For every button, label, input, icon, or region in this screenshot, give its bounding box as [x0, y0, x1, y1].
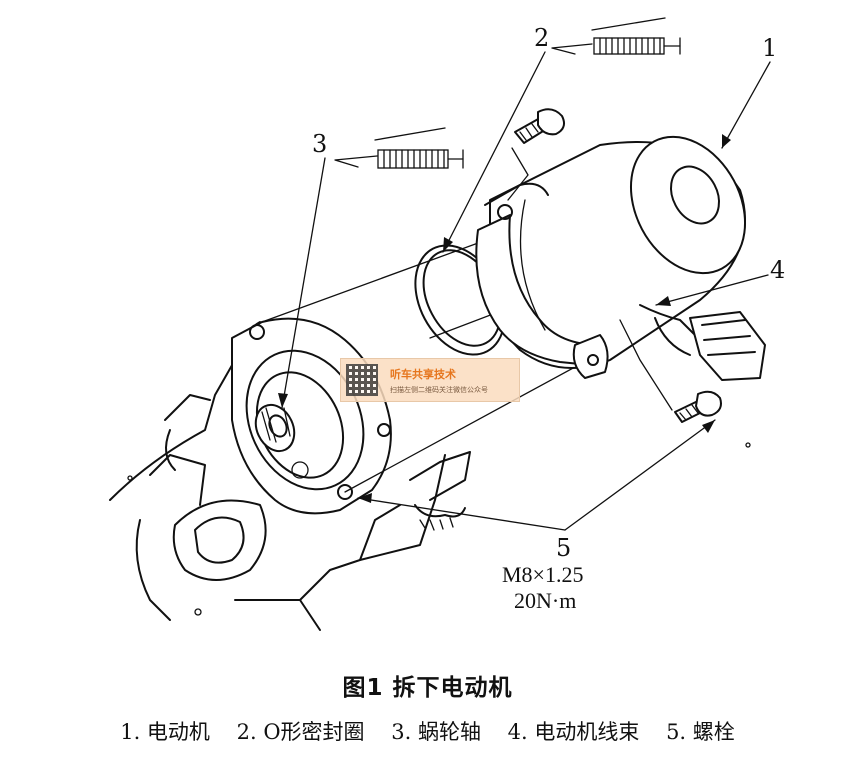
figure-caption-title: 图1 拆下电动机	[342, 675, 513, 701]
bolt-thread-spec: M8×1.25	[502, 562, 583, 587]
callout-3: 3	[312, 130, 327, 158]
callout-2: 2	[534, 24, 549, 52]
callout-leaders	[278, 51, 771, 531]
lower-bolt	[674, 390, 722, 423]
motor-harness	[639, 304, 766, 381]
bolt-torque-spec: 20N·m	[514, 588, 576, 613]
bolt-leader-lines	[507, 147, 673, 411]
electric-motor	[475, 135, 747, 379]
callout-1: 1	[762, 34, 777, 62]
legend-item: 5. 螺栓	[666, 720, 735, 744]
callout-5: 5	[556, 534, 571, 562]
figure-legend: 1. 电动机 2. O形密封圈 3. 蜗轮轴 4. 电动机线束 5. 螺栓	[0, 716, 855, 746]
upper-bolt	[514, 108, 565, 144]
callout-4: 4	[770, 256, 785, 284]
legend-item: 1. 电动机	[120, 720, 210, 744]
legend-item: 2. O形密封圈	[236, 720, 365, 744]
direction-arrow-symbol-3	[334, 127, 464, 169]
watermark-subtitle: 扫描左侧二维码关注微信公众号	[390, 385, 488, 394]
exploded-diagram: 1 2 3 4 5 M8×1.25 20N·m	[109, 17, 785, 631]
qr-code-icon	[346, 364, 378, 396]
watermark-title: 听车共享技术	[390, 367, 456, 381]
legend-item: 3. 蜗轮轴	[391, 720, 481, 744]
legend-item: 4. 电动机线束	[507, 720, 640, 744]
watermark-banner: 听车共享技术 扫描左侧二维码关注微信公众号	[340, 358, 520, 402]
gearbox-flange	[231, 317, 392, 515]
direction-arrow-symbol-2	[551, 17, 681, 55]
